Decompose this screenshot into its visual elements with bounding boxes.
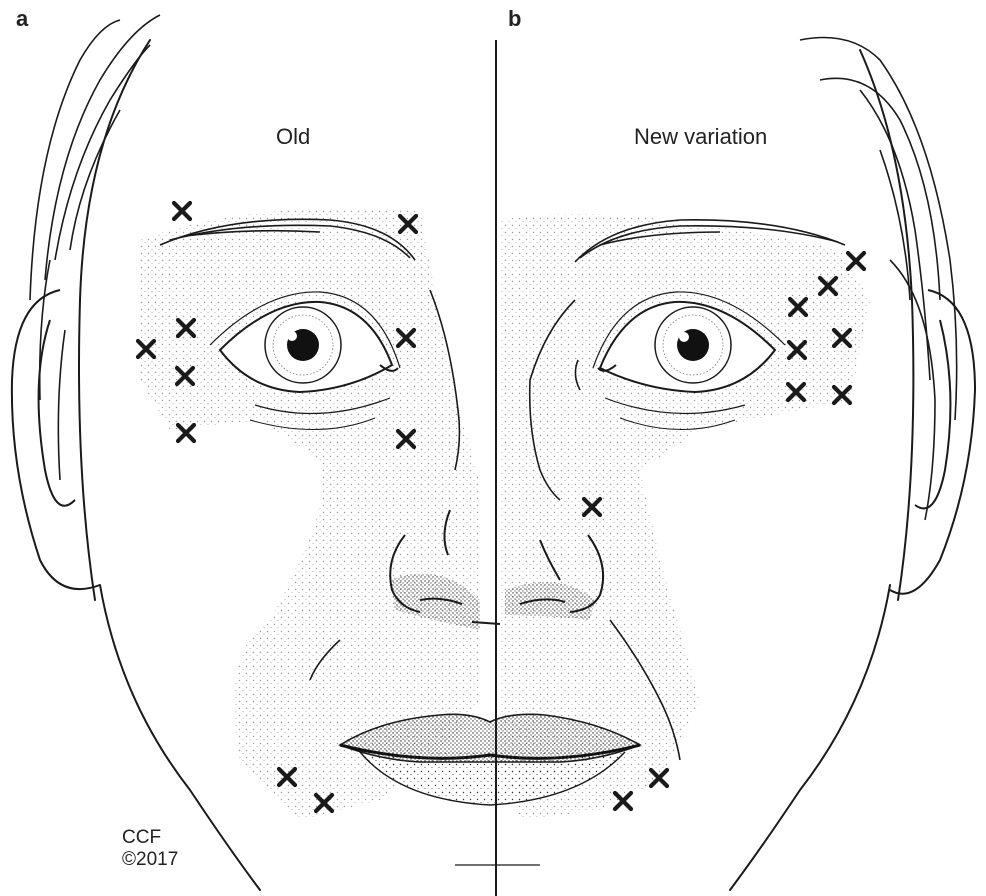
panel-letter-a: a (16, 6, 28, 32)
panel-title-new-variation: New variation (634, 124, 767, 150)
credit-copyright: ©2017 (122, 850, 178, 870)
panel-title-old: Old (276, 124, 310, 150)
credit-ccf: CCF (122, 828, 161, 848)
x-mark-icon (174, 203, 190, 219)
panel-letter-b: b (508, 6, 521, 32)
x-mark-icon (848, 253, 864, 269)
